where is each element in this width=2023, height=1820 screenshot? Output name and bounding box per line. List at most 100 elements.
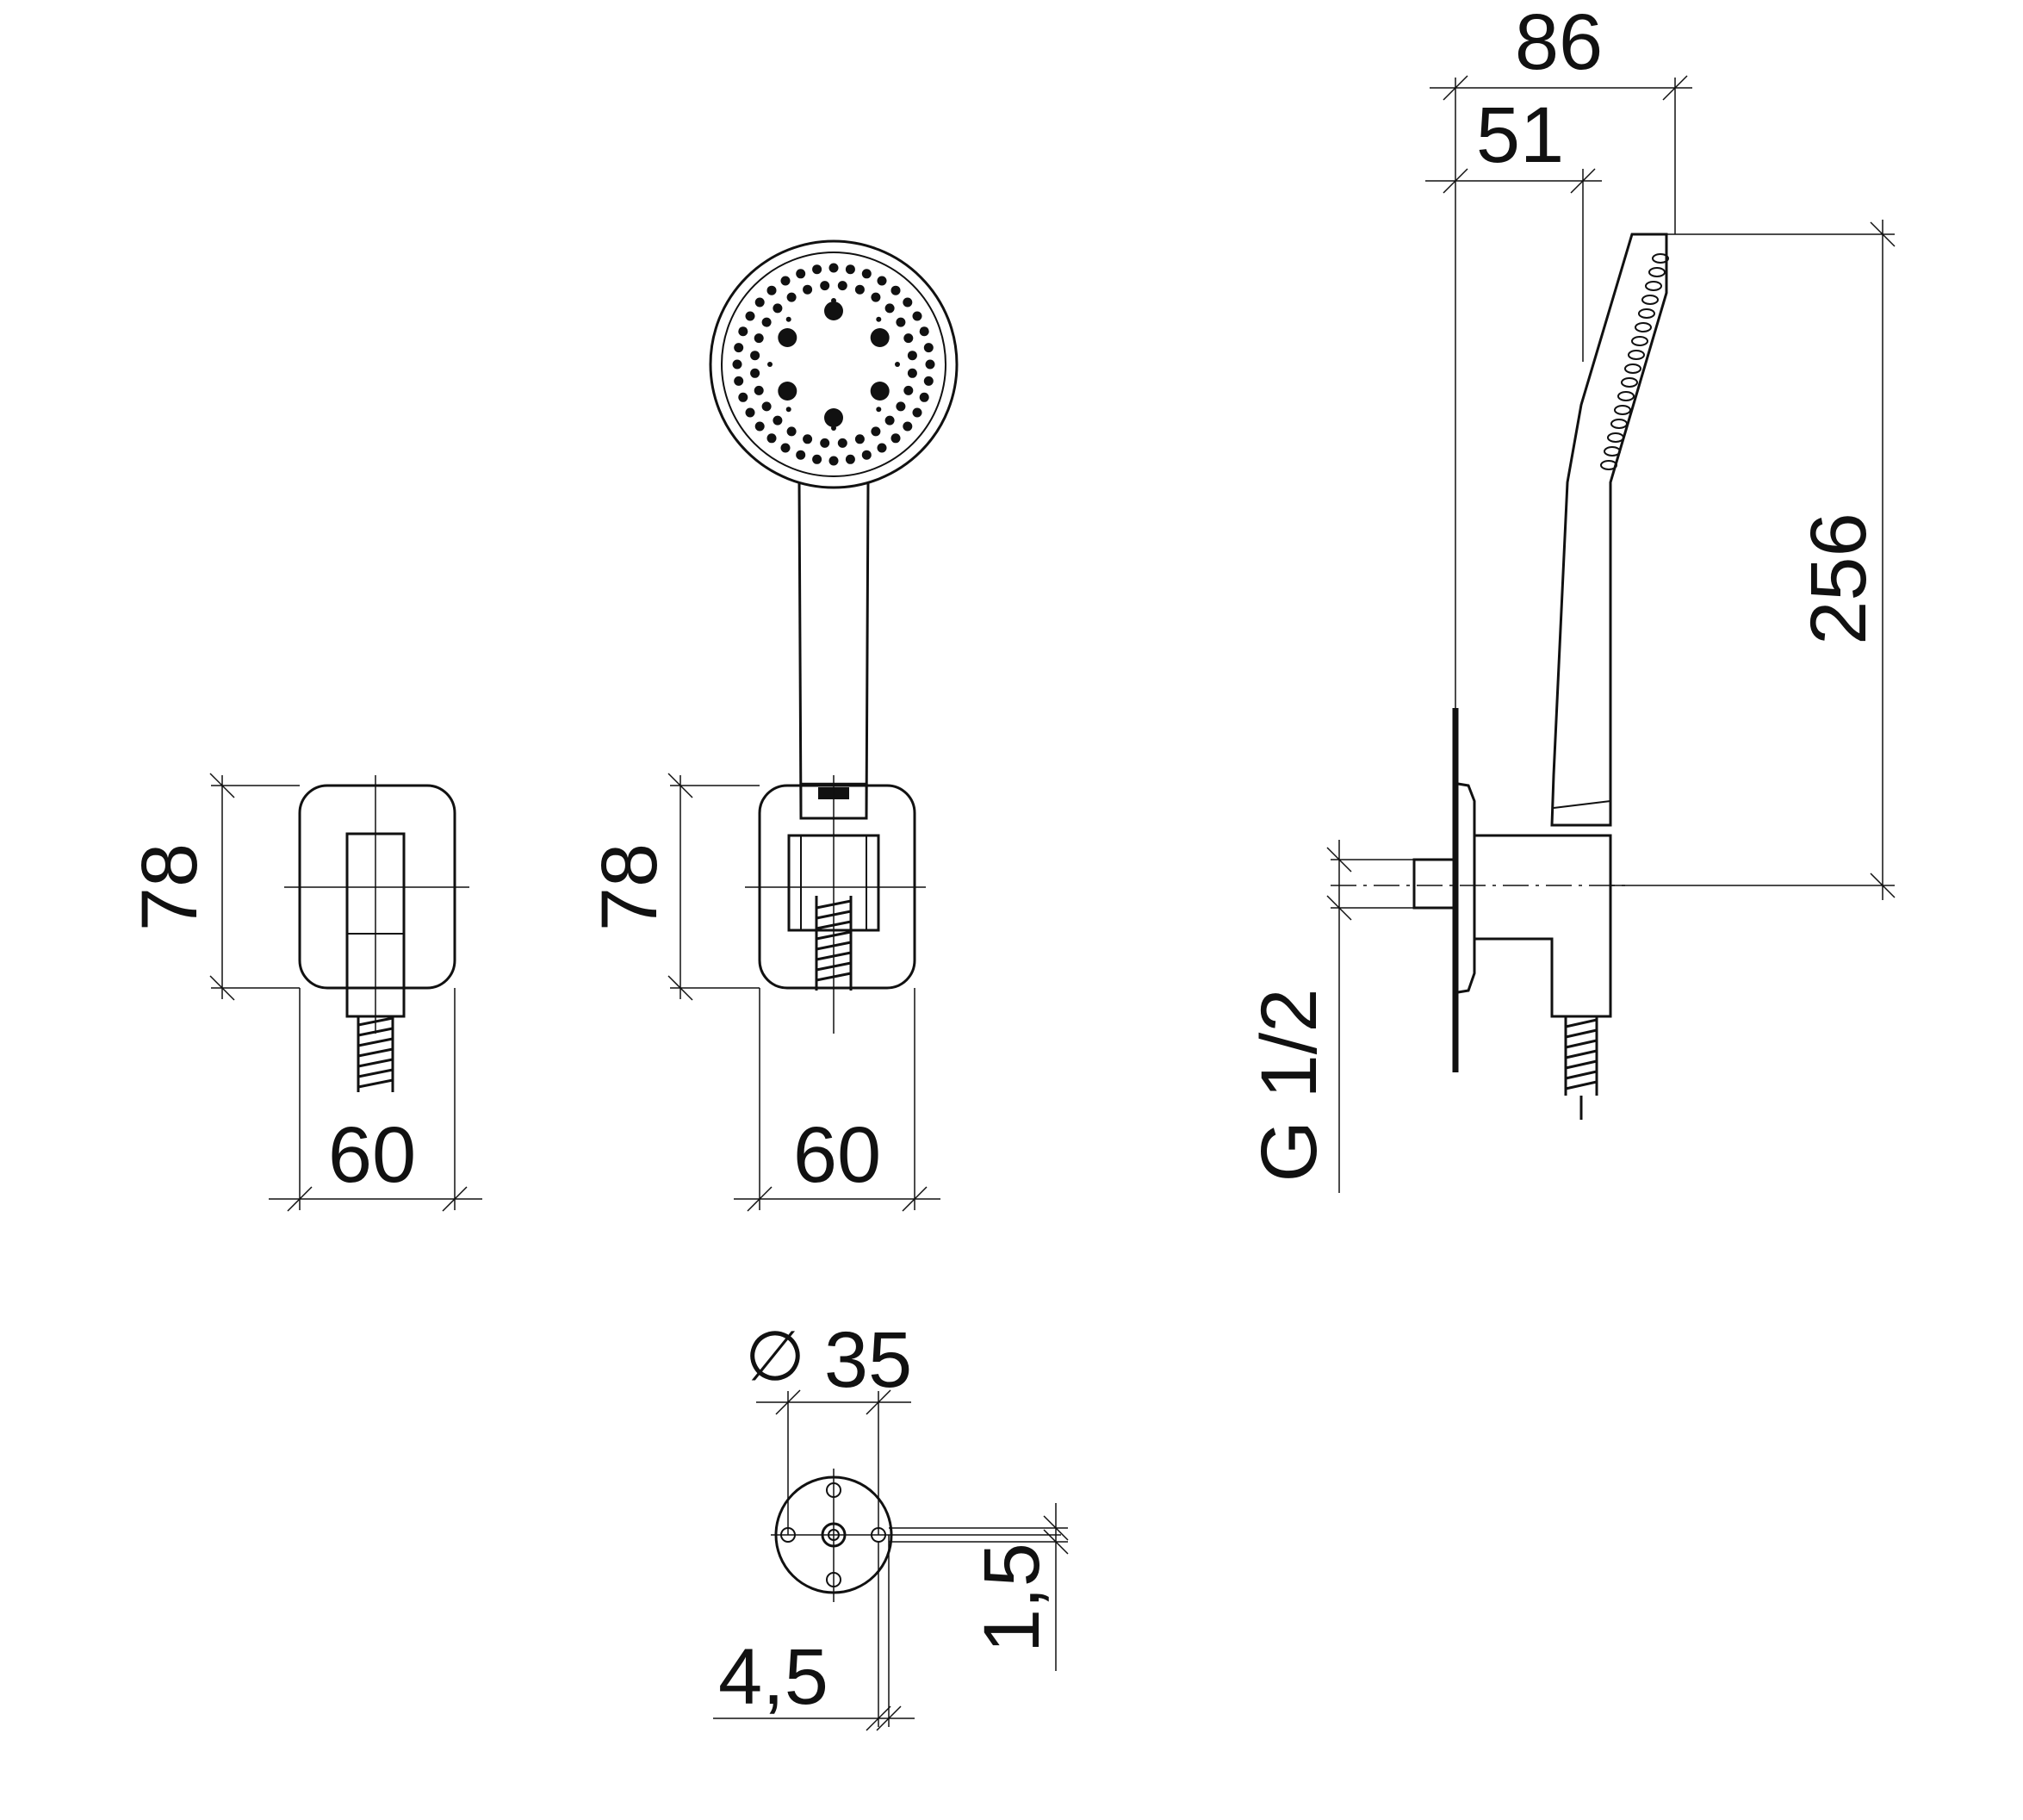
side-hose-thread: [1564, 1016, 1598, 1120]
nozzle: [903, 385, 914, 395]
nozzle: [745, 407, 755, 418]
rosette-hole-view: ∅ 35 4,5 1,5: [713, 1316, 1069, 1731]
side-nozzle: [1628, 350, 1645, 360]
assembly-width-dimension-line: [734, 988, 940, 1212]
nozzle: [745, 311, 755, 321]
nozzle: [895, 362, 900, 367]
thread-stub: [1412, 858, 1459, 910]
nozzle: [903, 297, 913, 307]
front-bracket-width-label: 60: [328, 1111, 416, 1199]
side-nozzle: [1624, 363, 1641, 374]
nozzle: [907, 351, 917, 361]
nozzle: [870, 328, 890, 347]
hole-size-dimension-line: [889, 1503, 1069, 1671]
front-bracket-height-label: 78: [126, 843, 214, 931]
nozzle: [754, 421, 765, 432]
nozzle: [876, 407, 882, 413]
thread-dimension-line: [1326, 840, 1414, 1193]
nozzle: [738, 326, 748, 337]
nozzle: [773, 303, 783, 314]
hose-thread: [357, 1016, 394, 1092]
nozzle: [778, 328, 797, 347]
nozzle: [773, 415, 783, 425]
nozzle: [767, 362, 773, 367]
nozzle: [912, 311, 922, 321]
total-depth-dimension-line: [1430, 75, 1692, 708]
nozzle: [734, 376, 744, 386]
side-nozzle: [1600, 460, 1617, 470]
nozzle: [812, 454, 822, 464]
hole-offset-label: 4,5: [718, 1633, 828, 1721]
side-nozzle: [1614, 405, 1631, 415]
side-height-label: 256: [1795, 512, 1883, 645]
side-nozzle: [1621, 377, 1638, 388]
side-nozzles: [1600, 253, 1669, 470]
nozzle: [820, 281, 830, 291]
nozzle: [785, 407, 791, 413]
side-nozzle: [1617, 391, 1635, 401]
side-nozzle: [1645, 281, 1662, 291]
nozzle: [750, 351, 760, 361]
side-nozzle: [1652, 253, 1669, 264]
nozzle: [876, 316, 882, 322]
rosette-diameter-dimension-line: [756, 1389, 911, 1535]
assembly-hose-thread: [815, 896, 853, 991]
nozzle: [919, 392, 929, 402]
nozzle: [734, 343, 744, 353]
nozzle: [861, 269, 872, 279]
handle: [797, 481, 870, 820]
nozzle: [824, 301, 843, 320]
nozzle: [824, 408, 843, 427]
nozzle: [780, 276, 791, 286]
elbow-body: [1473, 834, 1612, 1018]
nozzle: [754, 333, 764, 344]
nozzle: [919, 326, 929, 337]
handle-side: [1550, 233, 1668, 827]
nozzle: [845, 454, 855, 464]
nozzle: [884, 415, 895, 425]
nozzle: [854, 434, 865, 444]
nozzle: [766, 285, 777, 295]
nozzle: [837, 438, 847, 448]
nozzle: [754, 297, 765, 307]
nozzle: [884, 303, 895, 314]
nozzle: [796, 450, 806, 460]
assembly-height-dimension-line: [667, 773, 760, 1001]
diameter-symbol: ∅: [745, 1318, 805, 1395]
shower-head-outer: [709, 239, 959, 489]
nozzle: [871, 426, 881, 437]
nozzle: [738, 392, 748, 402]
nozzle: [896, 317, 906, 327]
nozzle: [903, 421, 913, 432]
assembly-bracket-width-label: 60: [793, 1111, 881, 1199]
nozzle: [778, 382, 797, 401]
thread-label: G 1/2: [1245, 988, 1333, 1182]
side-nozzle: [1610, 419, 1628, 429]
width-dimension-line: [269, 988, 482, 1212]
nozzle: [780, 443, 791, 453]
nozzle: [761, 317, 772, 327]
nozzle: [861, 450, 872, 460]
side-handle-depth-label: 51: [1476, 91, 1564, 179]
rosette-diameter-label: 35: [824, 1316, 912, 1404]
nozzle: [903, 333, 914, 344]
hand-shower-front-view: 78 60: [586, 239, 959, 1212]
hole-size-label: 1,5: [968, 1543, 1056, 1653]
nozzle: [786, 426, 797, 437]
nozzle: [785, 316, 791, 322]
nozzle: [796, 269, 806, 279]
nozzle: [754, 385, 764, 395]
nozzle: [803, 284, 813, 295]
nozzle: [812, 264, 822, 275]
side-total-depth-label: 86: [1515, 0, 1603, 86]
nozzle: [761, 401, 772, 412]
side-view: 86 51 256 G 1/2: [1245, 0, 1896, 1193]
side-nozzle: [1607, 432, 1624, 443]
nozzle: [828, 263, 839, 273]
nozzle: [890, 433, 901, 444]
height-dimension-line: [209, 773, 300, 1001]
hole-offset-dimension-line: [713, 1535, 915, 1731]
nozzle: [877, 443, 887, 453]
nozzle: [786, 292, 797, 302]
rosette: [1457, 782, 1476, 994]
